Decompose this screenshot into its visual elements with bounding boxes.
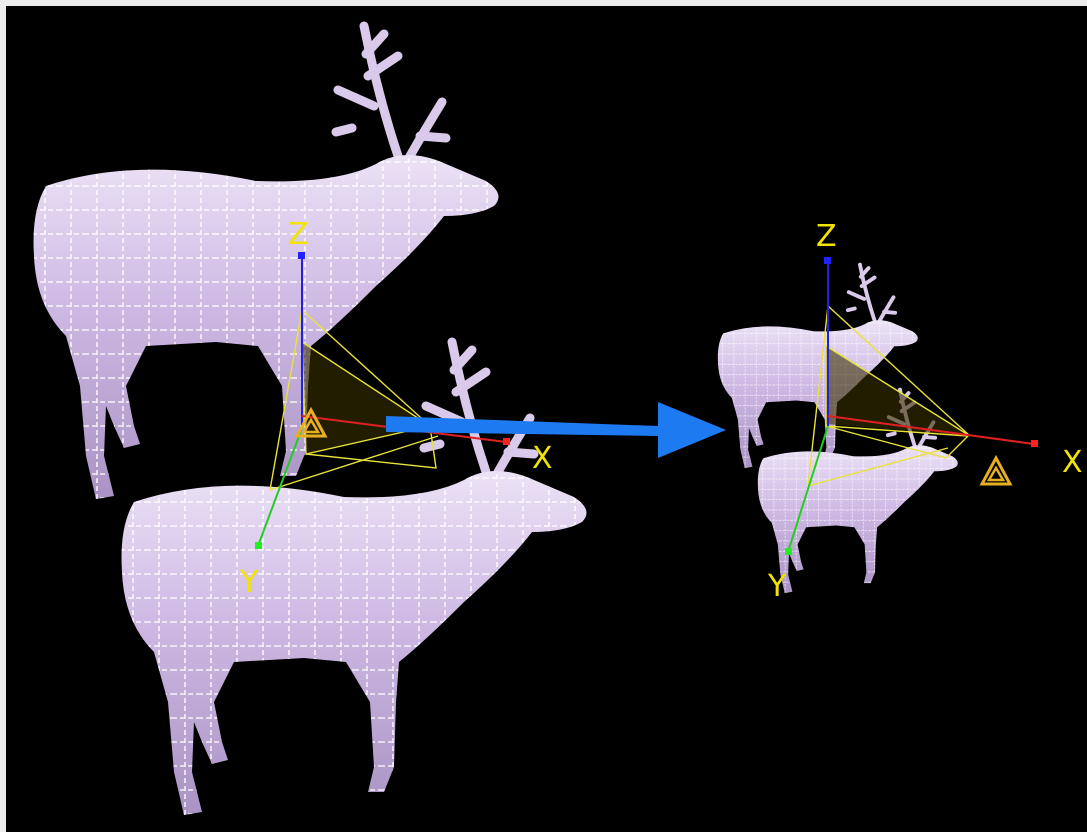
y-axis-label: Y: [767, 569, 787, 604]
constraint-triangle-icon[interactable]: [982, 458, 1010, 484]
x-axis-handle[interactable]: [503, 438, 510, 445]
x-axis-handle[interactable]: [1031, 440, 1038, 447]
x-axis-label: X: [1062, 445, 1083, 480]
z-axis-handle[interactable]: [298, 252, 305, 259]
deer-model-back-right[interactable]: [718, 265, 918, 468]
x-axis-label: X: [532, 441, 553, 476]
y-axis-handle[interactable]: [255, 542, 262, 549]
z-axis-handle[interactable]: [824, 257, 831, 264]
y-axis-handle[interactable]: [785, 548, 792, 555]
z-axis-label: Z: [288, 217, 309, 252]
y-axis-label: Y: [239, 565, 259, 600]
3d-viewport[interactable]: Z X Y Z X Y: [6, 6, 1087, 832]
scene-canvas[interactable]: Z X Y Z X Y: [6, 6, 1087, 832]
z-axis-label: Z: [816, 219, 837, 254]
